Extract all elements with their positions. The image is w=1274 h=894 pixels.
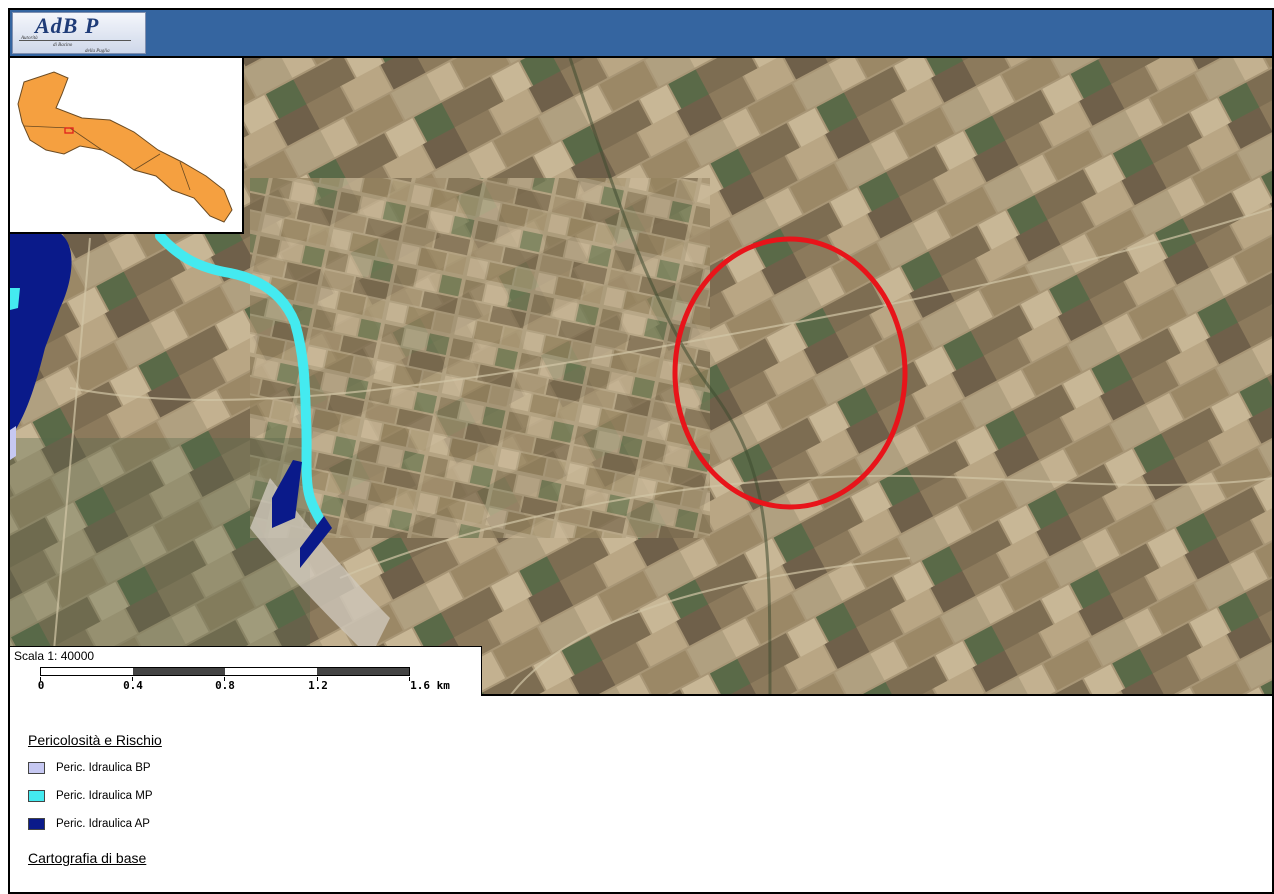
puglia-region-shape bbox=[17, 71, 233, 223]
legend-section-title: Cartografia di base bbox=[28, 850, 147, 866]
legend-item-label: Peric. Idraulica AP bbox=[56, 818, 150, 830]
legend-item-label: Peric. Idraulica MP bbox=[56, 790, 153, 802]
province-boundary bbox=[179, 161, 191, 191]
scale-tick-label: 0.8 bbox=[215, 679, 235, 692]
swatch-ap bbox=[28, 818, 45, 830]
study-area-highlight bbox=[672, 236, 908, 510]
roads bbox=[49, 207, 1272, 694]
legend-item-ap: Peric. Idraulica AP bbox=[28, 818, 150, 830]
hazard-ap-zone bbox=[10, 233, 72, 438]
scale-tick-label: 0.4 bbox=[123, 679, 143, 692]
scale-tick bbox=[132, 677, 133, 681]
header-band: AdB P Autorità di Bacino della Puglia bbox=[10, 10, 1272, 58]
town-built-up-area bbox=[250, 478, 390, 658]
scale-tick-label: 1.6 km bbox=[410, 679, 450, 692]
agency-logo: AdB P Autorità di Bacino della Puglia bbox=[12, 12, 146, 54]
region-locator-inset bbox=[10, 58, 244, 234]
hazard-mp-corridor bbox=[155, 231, 330, 533]
map-legend: Pericolosità e Rischio Peric. Idraulica … bbox=[10, 696, 1272, 892]
logo-subtext: della Puglia bbox=[85, 49, 110, 54]
scale-tick bbox=[317, 677, 318, 681]
stream-channel bbox=[568, 58, 772, 694]
hazard-ap-zone bbox=[300, 516, 332, 568]
scale-bar bbox=[40, 667, 410, 676]
scale-tick-label: 1.2 bbox=[308, 679, 328, 692]
swatch-mp bbox=[28, 790, 45, 802]
study-area-marker bbox=[64, 127, 74, 134]
scale-tick bbox=[409, 677, 410, 681]
province-boundary bbox=[133, 153, 161, 171]
scale-tick bbox=[224, 677, 225, 681]
hazard-bp-zone bbox=[10, 426, 16, 460]
scale-label: Scala 1: 40000 bbox=[14, 649, 95, 663]
map-sheet: AdB P Autorità di Bacino della Puglia bbox=[8, 8, 1274, 894]
hazard-ap-zone bbox=[272, 460, 302, 528]
legend-item-mp: Peric. Idraulica MP bbox=[28, 790, 153, 802]
logo-rule bbox=[19, 40, 131, 41]
swatch-bp bbox=[28, 762, 45, 774]
legend-item-label: Peric. Idraulica BP bbox=[56, 762, 151, 774]
logo-subtext: Autorità bbox=[21, 36, 38, 41]
region-locator-map-icon bbox=[17, 71, 233, 223]
scale-tick bbox=[40, 677, 41, 681]
farmland-texture bbox=[250, 178, 710, 538]
hazard-mp-zone bbox=[10, 288, 20, 310]
logo-text: AdB P bbox=[35, 13, 100, 38]
scale-box: Scala 1: 40000 0 0.4 0.8 1.2 1.6 km bbox=[10, 646, 482, 696]
scale-tick-label: 0 bbox=[37, 679, 45, 692]
legend-title: Pericolosità e Rischio bbox=[28, 732, 162, 748]
legend-item-bp: Peric. Idraulica BP bbox=[28, 762, 151, 774]
logo-subtext: di Bacino bbox=[53, 43, 73, 48]
